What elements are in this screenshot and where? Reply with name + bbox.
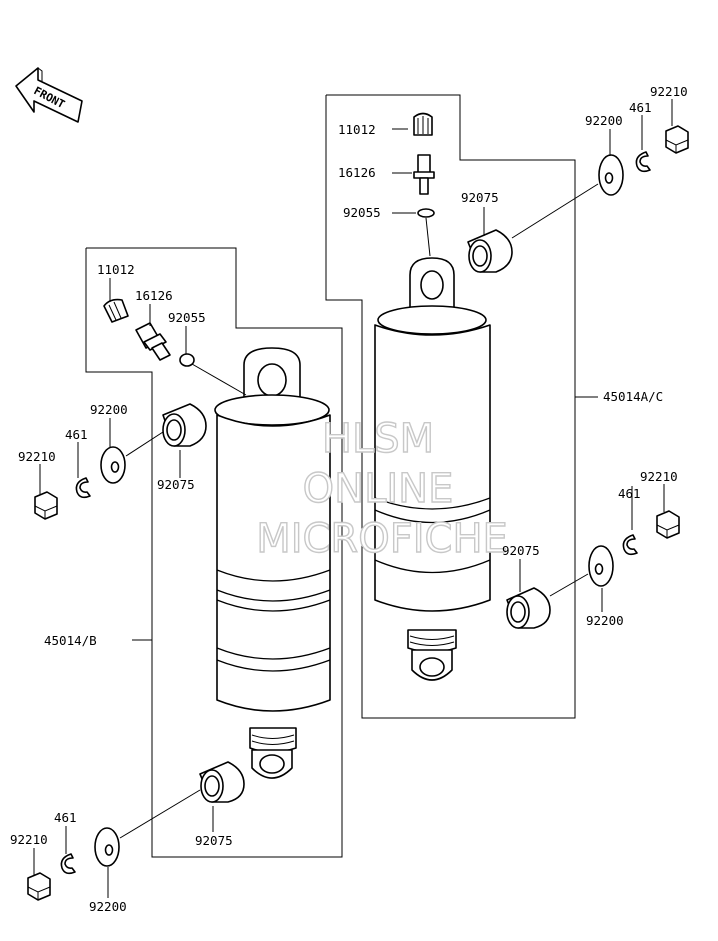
label-right-valve-cap: 11012 xyxy=(338,122,376,137)
label-right-circlip-top: 461 xyxy=(629,100,652,115)
left-bottom-nut-icon xyxy=(27,872,51,901)
right-valve-icon xyxy=(413,154,435,195)
label-right-circlip-bottom: 461 xyxy=(618,486,641,501)
right-bottom-bushing-icon xyxy=(506,587,551,629)
left-bottom-washer-icon xyxy=(94,827,120,867)
right-top-washer-icon xyxy=(598,154,624,196)
right-top-circlip-icon xyxy=(635,151,651,173)
right-valve-cap-icon xyxy=(413,112,433,136)
watermark-line-3: MICROFICHE xyxy=(256,516,508,562)
label-right-nut-top: 92210 xyxy=(650,84,688,99)
right-top-nut-icon xyxy=(665,125,689,154)
left-bottom-circlip-icon xyxy=(60,853,76,875)
watermark-line-1: HLSM xyxy=(322,416,434,462)
label-left-valve-cap: 11012 xyxy=(97,262,135,277)
right-top-bushing-icon xyxy=(467,229,513,273)
leader-lines xyxy=(33,99,673,898)
label-left-bushing-top: 92075 xyxy=(157,477,195,492)
label-left-nut-top: 92210 xyxy=(18,449,56,464)
left-shock-absorber xyxy=(214,347,331,779)
label-right-valve: 16126 xyxy=(338,165,376,180)
label-left-washer-top: 92200 xyxy=(90,402,128,417)
label-right-nut-bottom: 92210 xyxy=(640,469,678,484)
label-right-o-ring: 92055 xyxy=(343,205,381,220)
label-left-washer-bottom: 92200 xyxy=(89,899,127,914)
left-o-ring-icon xyxy=(179,353,195,367)
left-top-circlip-icon xyxy=(75,477,91,499)
label-right-assembly: 45014A/C xyxy=(603,389,663,404)
label-left-assembly: 45014/B xyxy=(44,633,97,648)
label-left-circlip-bottom: 461 xyxy=(54,810,77,825)
label-right-bushing-bottom: 92075 xyxy=(502,543,540,558)
left-bottom-bushing-icon xyxy=(199,761,245,803)
left-top-washer-icon xyxy=(100,446,126,484)
label-left-o-ring: 92055 xyxy=(168,310,206,325)
left-assembly-frame xyxy=(85,247,343,858)
right-bottom-circlip-icon xyxy=(622,534,638,556)
label-left-circlip-top: 461 xyxy=(65,427,88,442)
right-bottom-nut-icon xyxy=(656,510,680,539)
front-arrow-icon: FRONT xyxy=(15,67,83,123)
left-top-nut-icon xyxy=(34,491,58,520)
right-assembly-frame xyxy=(325,94,576,719)
left-top-bushing-icon xyxy=(162,403,207,447)
left-valve-icon xyxy=(135,322,171,361)
label-right-washer-bottom: 92200 xyxy=(586,613,624,628)
label-right-bushing-top: 92075 xyxy=(461,190,499,205)
right-o-ring-icon xyxy=(417,208,435,218)
label-left-valve: 16126 xyxy=(135,288,173,303)
label-left-bushing-bottom: 92075 xyxy=(195,833,233,848)
label-left-nut-bottom: 92210 xyxy=(10,832,48,847)
watermark-line-2: ONLINE xyxy=(303,466,454,512)
right-bottom-washer-icon xyxy=(588,545,614,587)
left-valve-cap-icon xyxy=(103,298,129,323)
right-shock-absorber xyxy=(374,257,491,681)
label-right-washer-top: 92200 xyxy=(585,113,623,128)
watermark: HLSM ONLINE MICROFICHE xyxy=(255,415,508,562)
